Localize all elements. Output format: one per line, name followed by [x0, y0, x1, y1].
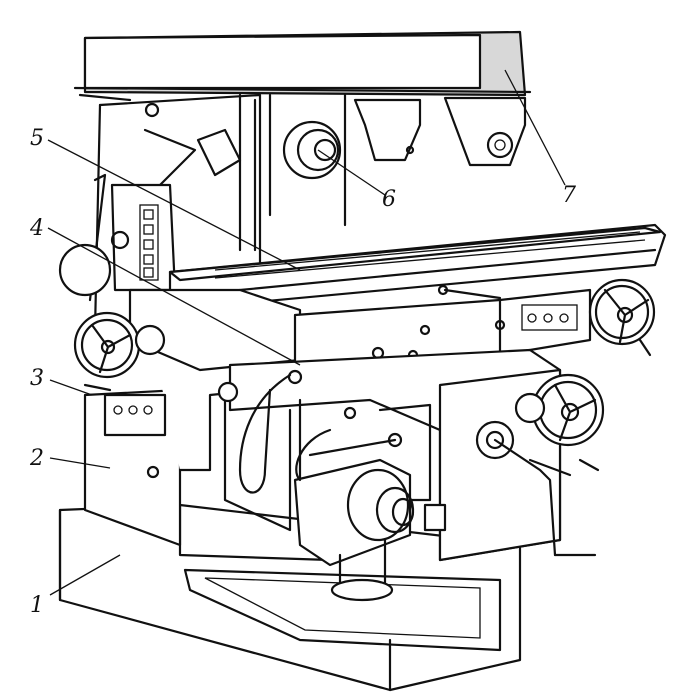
- lamp: [143, 128, 242, 187]
- feed-crank: [475, 420, 597, 557]
- left-pulley: [58, 243, 112, 297]
- cables: [217, 369, 403, 494]
- callout-2: 2: [29, 446, 44, 471]
- table-handwheel-right: [588, 278, 656, 357]
- callout-5: 5: [30, 126, 44, 151]
- callout-leaders: [47, 69, 566, 596]
- knee-handwheel: [514, 373, 605, 472]
- callout-3: 3: [30, 366, 44, 391]
- callout-7: 7: [562, 183, 576, 208]
- overarm: [73, 30, 532, 167]
- callout-labels: 1 2 3 4 5 6 7: [29, 126, 576, 618]
- callout-1: 1: [30, 593, 44, 618]
- saddle: [128, 284, 592, 372]
- saddle-handwheel-left: [73, 311, 166, 392]
- callout-6: 6: [382, 187, 396, 212]
- feed-motor: [293, 458, 415, 602]
- spindle: [144, 102, 342, 180]
- callout-4: 4: [29, 216, 44, 241]
- work-table: [168, 223, 667, 312]
